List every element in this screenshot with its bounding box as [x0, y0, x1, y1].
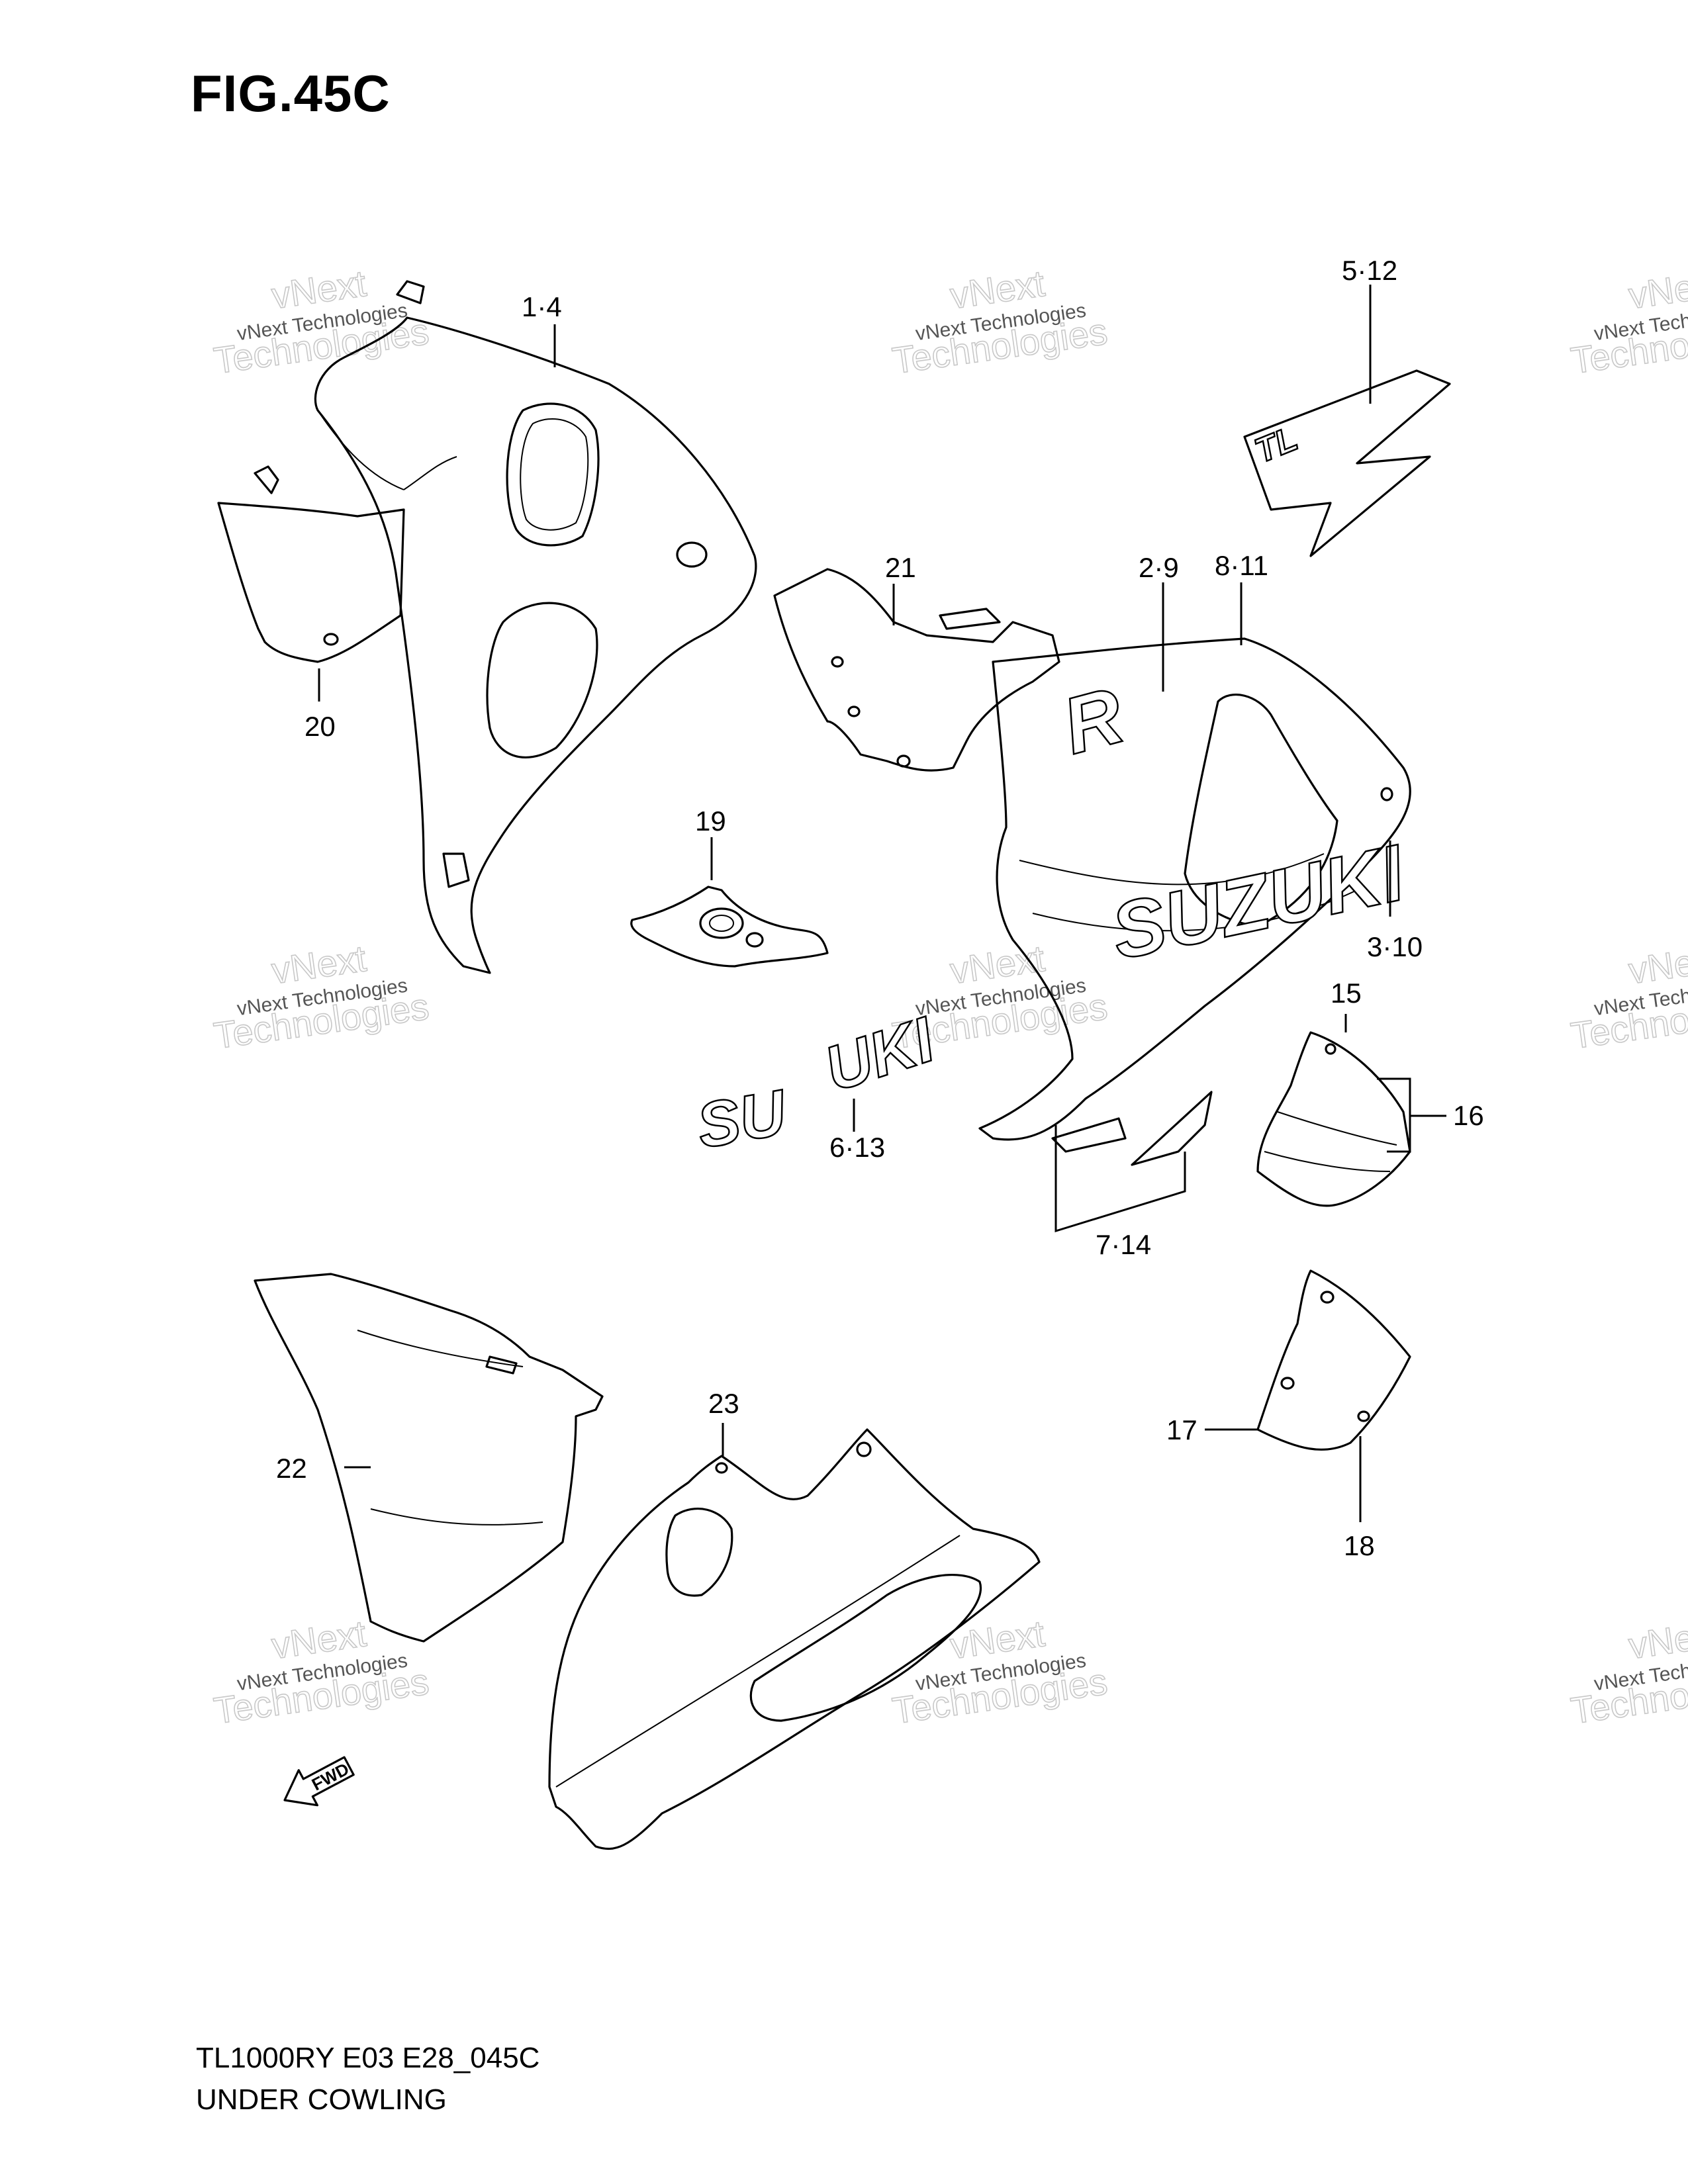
part-lower-cowling[interactable] [548, 1428, 1041, 1850]
watermark-brand: vNext [1626, 262, 1688, 316]
model-decal-text: TL [1250, 420, 1303, 471]
figure-title: FIG.45C [191, 64, 391, 122]
part-front-panel[interactable] [773, 568, 1060, 772]
callout-20: 20 [305, 711, 336, 742]
part-small-side-panel[interactable] [1256, 1031, 1411, 1207]
callout-16: 16 [1453, 1100, 1484, 1131]
watermark-top-left: vNext vNext Technologies Technologies [211, 261, 432, 382]
model-code: TL1000RY E03 E28_045C [196, 2042, 540, 2074]
watermark-bottom-center: vNext vNext Technologies Technologies [889, 1612, 1110, 1732]
section-name: UNDER COWLING [196, 2083, 447, 2116]
callout-22: 22 [276, 1453, 307, 1484]
forward-direction-arrow-icon: FWD [283, 1756, 355, 1807]
callout-2-9: 2·9 [1139, 552, 1179, 583]
callout-21: 21 [885, 552, 916, 583]
watermark-bottom-right: vNext vNext Technologies Technologies [1568, 1612, 1688, 1732]
callout-6-13: 6·13 [829, 1132, 885, 1163]
callout-labels: 1·4 5·12 21 2·9 8·11 20 19 3·10 15 16 6·… [276, 255, 1484, 1561]
watermark-brand: vNext [1626, 937, 1688, 991]
fairing-model-letter: R [1054, 670, 1132, 771]
callout-7-14: 7·14 [1096, 1229, 1151, 1260]
part-main-fairing[interactable]: SUZUKI R [978, 637, 1414, 1141]
part-brand-decal[interactable]: SU UKI [691, 1003, 945, 1163]
watermark-top-right: vNext vNext Technologies Technologies [1568, 261, 1688, 382]
callout-23: 23 [708, 1388, 739, 1419]
callout-15: 15 [1331, 978, 1362, 1009]
watermark-mid-right: vNext vNext Technologies Technologies [1568, 936, 1688, 1057]
watermark-mid-left: vNext vNext Technologies Technologies [211, 936, 432, 1057]
watermarks: vNext vNext Technologies Technologies vN… [211, 261, 1688, 1732]
watermark-brand: vNext [1626, 1612, 1688, 1666]
decal-brand-right: UKI [816, 1003, 944, 1105]
part-side-cowling-left[interactable] [314, 280, 757, 974]
part-model-decal[interactable]: TL [1243, 369, 1451, 557]
callout-leaders [318, 285, 1446, 1522]
callout-17: 17 [1166, 1414, 1197, 1445]
callout-3-10: 3·10 [1367, 931, 1423, 962]
callout-8-11: 8·11 [1215, 550, 1268, 581]
decal-brand-left: SU [692, 1077, 793, 1162]
watermark-top-center: vNext vNext Technologies Technologies [889, 261, 1110, 382]
part-lower-decal[interactable] [1051, 1091, 1213, 1166]
part-lower-side-cover[interactable] [1256, 1269, 1411, 1451]
watermark-bottom-left: vNext vNext Technologies Technologies [211, 1612, 432, 1732]
callout-5-12: 5·12 [1342, 255, 1397, 286]
callout-18: 18 [1344, 1530, 1375, 1561]
part-inner-panel[interactable] [254, 1273, 604, 1643]
part-inner-bracket[interactable] [217, 465, 405, 663]
callout-19: 19 [695, 805, 726, 837]
part-gasket-plate[interactable] [630, 886, 829, 968]
callout-1-4: 1·4 [522, 291, 562, 322]
